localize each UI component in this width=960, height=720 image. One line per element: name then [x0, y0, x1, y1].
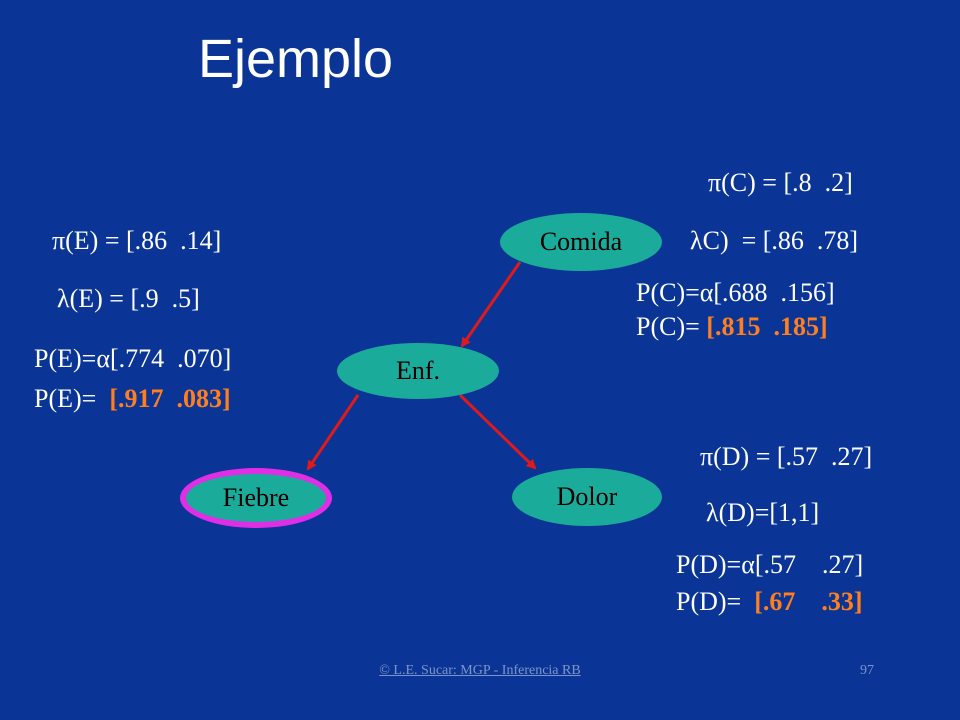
- p-d: P(D)= [.67 .33]: [676, 587, 863, 617]
- node-fiebre-label: Fiebre: [222, 483, 290, 512]
- p-d-alpha: P(D)=α[.57 .27]: [676, 550, 864, 579]
- lambda-d: λ(D)=[1,1]: [706, 498, 820, 527]
- p-e-value: [.917 .083]: [109, 384, 231, 413]
- p-c: P(C)= [.815 .185]: [636, 312, 828, 342]
- p-d-label: P(D)=: [676, 587, 755, 616]
- edge-enf-dolor: [458, 393, 537, 470]
- edge-comida-enf: [460, 261, 522, 348]
- page-number: 97: [860, 663, 874, 678]
- node-dolor[interactable]: Dolor: [512, 468, 662, 526]
- pi-c: π(C) = [.8 .2]: [708, 168, 853, 197]
- lambda-c: λC) = [.86 .78]: [690, 226, 859, 255]
- slide-title: Ejemplo: [198, 29, 394, 89]
- node-fiebre[interactable]: Fiebre: [180, 468, 332, 528]
- p-c-label: P(C)=: [636, 312, 707, 341]
- p-c-value: [.815 .185]: [706, 312, 828, 341]
- footer-credit: © L.E. Sucar: MGP - Inferencia RB: [379, 663, 581, 678]
- p-e-label: P(E)=: [34, 384, 110, 413]
- p-d-value: [.67 .33]: [754, 587, 863, 616]
- p-e-alpha: P(E)=α[.774 .070]: [34, 344, 232, 373]
- node-dolor-label: Dolor: [556, 482, 618, 511]
- edge-enf-fiebre: [306, 394, 360, 471]
- p-c-alpha: P(C)=α[.688 .156]: [636, 278, 835, 307]
- pi-d: π(D) = [.57 .27]: [700, 442, 873, 471]
- node-comida-label: Comida: [539, 227, 623, 256]
- node-enf[interactable]: Enf.: [337, 343, 499, 399]
- node-enf-label: Enf.: [395, 356, 441, 385]
- node-comida[interactable]: Comida: [500, 213, 662, 271]
- p-e: P(E)= [.917 .083]: [34, 384, 231, 414]
- lambda-e: λ(E) = [.9 .5]: [57, 284, 200, 313]
- pi-e: π(E) = [.86 .14]: [52, 226, 222, 255]
